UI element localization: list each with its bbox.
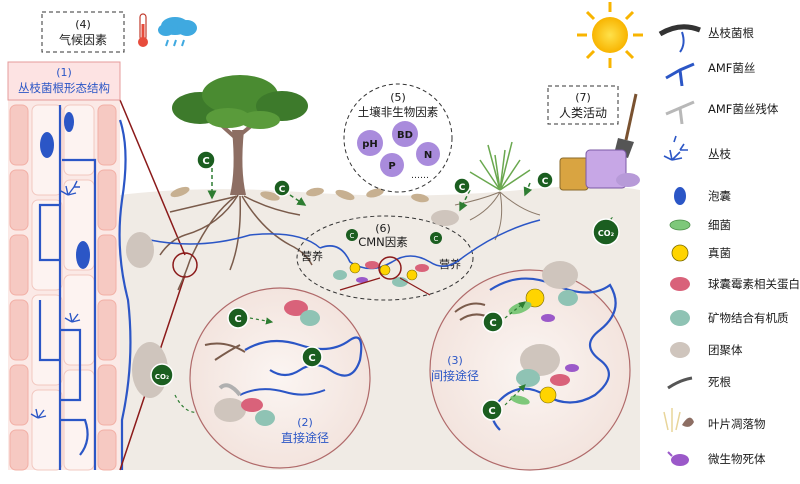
carbon-badge: C	[536, 171, 554, 189]
legend-labels: 丛枝菌根 AMF菌丝 AMF菌丝残体丛枝泡囊细菌真菌球囊霉素相关蛋白矿物结合有机质团…	[708, 26, 800, 466]
legend-label-microbial-necromass: 微生物死体	[708, 452, 766, 466]
arbuscule-shape	[30, 180, 81, 419]
vesicle-shape	[64, 112, 74, 132]
legend-icon-mineral-organic-matter	[670, 310, 690, 326]
climate-number: (4)	[75, 18, 91, 31]
svg-text:C: C	[459, 183, 466, 193]
aggregate-shape	[431, 210, 459, 226]
legend-label-bacteria: 细菌	[708, 218, 731, 232]
leaf-litter-illustration	[170, 186, 429, 203]
svg-text:C: C	[542, 177, 549, 187]
legend-label-leaf-litter: 叶片凋落物	[708, 417, 766, 431]
legend	[658, 24, 701, 466]
legend-label-aggregate: 团聚体	[708, 343, 743, 357]
legend-label-dead-root: 死根	[708, 375, 731, 389]
factor-ph: pH	[362, 139, 378, 150]
grass-plant-illustration	[454, 141, 541, 241]
carbon-badge: C	[453, 177, 471, 195]
svg-text:CO₂: CO₂	[155, 373, 169, 381]
human-activity-box: (7) 人类活动	[547, 85, 619, 125]
root-cell-panel	[8, 100, 132, 471]
vesicle-shape	[40, 132, 54, 158]
svg-text:C: C	[202, 156, 209, 167]
legend-label-fungi: 真菌	[708, 246, 731, 260]
cmn-label: CMN因素	[358, 235, 408, 249]
carbon-badge: C	[430, 232, 442, 244]
indirect-number: (3)	[447, 354, 463, 367]
nutrient-left: 营养	[301, 249, 323, 263]
co2-badge: CO₂	[150, 363, 174, 387]
cmn-number: (6)	[375, 222, 391, 235]
legend-label-amf-hyphae-residue: AMF菌丝残体	[708, 102, 779, 116]
carbon-badge: C	[196, 150, 216, 170]
fertilizer-bags-icon	[559, 149, 640, 191]
legend-icon-vesicle	[674, 187, 686, 205]
human-number: (7)	[575, 91, 591, 104]
legend-icon-fungi	[671, 244, 689, 262]
shovel-icon	[614, 93, 638, 158]
human-label: 人类活动	[559, 106, 607, 120]
legend-icon-microbial-necromass	[667, 451, 689, 466]
carbon-badge: C	[481, 399, 503, 421]
climate-factor-box: (4) 气候因素	[41, 11, 125, 53]
indirect-label: 间接途径	[431, 368, 479, 383]
morphology-label-box: (1) 丛枝菌根形态结构	[7, 61, 121, 101]
legend-label-vesicle: 泡囊	[708, 189, 731, 203]
climate-label: 气候因素	[59, 32, 107, 47]
direct-pathway-circle: C C (2) 直接途径	[189, 287, 371, 469]
nutrient-right: 营养	[439, 257, 461, 271]
vesicle-shape	[76, 241, 90, 269]
aggregate-shape	[126, 232, 154, 268]
morphology-label: 丛枝菌根形态结构	[18, 81, 110, 95]
legend-icon-leaf-litter	[663, 408, 694, 432]
rain-cloud-icon	[158, 17, 197, 47]
legend-icon-arbuscule	[663, 135, 688, 161]
legend-label-glomalin: 球囊霉素相关蛋白	[708, 277, 800, 291]
direct-number: (2)	[297, 416, 313, 429]
tree-illustration	[159, 75, 313, 291]
carbon-badge: C	[346, 229, 358, 241]
legend-label-amf-hyphae: AMF菌丝	[708, 61, 755, 75]
indirect-pathway-circle: C C (3) 间接途径	[429, 261, 631, 471]
svg-text:C: C	[488, 406, 495, 417]
legend-icon-arbuscular-mycorrhiza	[658, 24, 701, 53]
thermometer-icon	[138, 13, 148, 47]
carbon-badge: C	[482, 311, 504, 333]
legend-icon-amf-hyphae	[665, 62, 695, 87]
abiotic-label: 土壤非生物因素	[358, 105, 439, 119]
legend-icon-amf-hyphae-residue	[665, 100, 695, 125]
legend-label-mineral-organic-matter: 矿物结合有机质	[708, 311, 789, 325]
legend-icon-glomalin	[670, 277, 690, 291]
morphology-number: (1)	[56, 66, 72, 79]
legend-icon-aggregate	[670, 342, 690, 358]
factor-bd: BD	[397, 130, 413, 141]
sun-icon	[577, 2, 643, 68]
svg-text:C: C	[489, 318, 496, 329]
svg-text:C: C	[234, 314, 241, 325]
factor-n: N	[424, 150, 432, 161]
svg-text:C: C	[350, 232, 355, 240]
direct-label: 直接途径	[281, 430, 329, 445]
factor-p: P	[388, 161, 395, 172]
abiotic-number: (5)	[390, 91, 406, 104]
carbon-badge: C	[301, 346, 323, 368]
cmn-factor-ellipse: (6) CMN因素 营养 营养 C C	[296, 215, 474, 301]
legend-label-arbuscule: 丛枝	[708, 147, 731, 161]
legend-icon-dead-root	[667, 376, 693, 390]
legend-icon-bacteria	[669, 219, 691, 231]
factor-more: ……	[411, 171, 429, 181]
abiotic-factor-circle: (5) 土壤非生物因素 pH BD P N ……	[343, 83, 453, 193]
svg-text:CO₂: CO₂	[598, 229, 615, 238]
carbon-badge: C	[273, 179, 291, 197]
legend-label-arbuscular-mycorrhiza: 丛枝菌根	[708, 26, 754, 40]
co2-badge: CO₂	[592, 218, 620, 246]
carbon-badge: C	[227, 307, 249, 329]
svg-text:C: C	[308, 353, 315, 364]
svg-text:C: C	[434, 235, 439, 243]
svg-text:C: C	[279, 185, 286, 195]
